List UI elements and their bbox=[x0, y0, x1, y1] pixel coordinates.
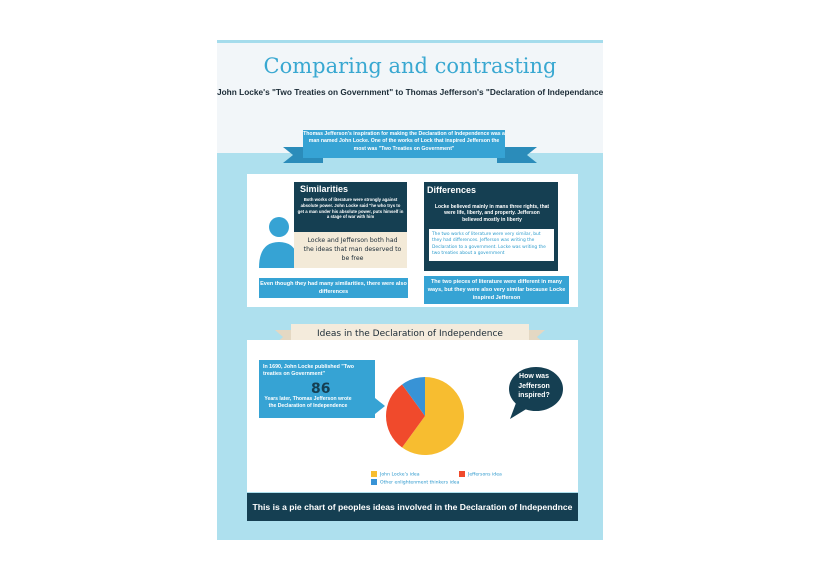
page-subtitle: John Locke's "Two Treaties on Government… bbox=[217, 87, 603, 97]
legend-item-2: Other enlightenment thinkers idea bbox=[371, 479, 459, 486]
similarities-text: Both works of literature were strongly a… bbox=[297, 197, 404, 220]
comparison-panel: Similarities Both works of literature we… bbox=[247, 174, 578, 307]
similarities-title: Similarities bbox=[300, 184, 349, 194]
chart-panel: In 1690, John Locke published "Two treat… bbox=[247, 340, 578, 492]
person-icon bbox=[259, 217, 299, 268]
callout-bottom-text: Years later, Thomas Jefferson wrote the … bbox=[264, 396, 352, 409]
infographic: Comparing and contrasting John Locke's "… bbox=[217, 40, 603, 540]
differences-note: The two works of literature were very si… bbox=[429, 229, 554, 261]
speech-bubble-icon bbox=[509, 367, 563, 419]
intro-ribbon: Thomas Jefferson's inspiration for makin… bbox=[303, 130, 505, 158]
legend-swatch-0 bbox=[371, 471, 377, 477]
legend-label-0: John Locke's idea bbox=[380, 472, 420, 478]
top-border bbox=[217, 40, 603, 43]
bubble-text: How was Jefferson inspired? bbox=[518, 373, 550, 399]
pie-slice-0 bbox=[402, 377, 464, 455]
callout-top-text: In 1690, John Locke published "Two treat… bbox=[263, 364, 355, 377]
legend-item-0: John Locke's idea bbox=[371, 471, 420, 478]
differences-title: Differences bbox=[427, 185, 477, 195]
differences-bar: The two pieces of literature were differ… bbox=[424, 276, 569, 304]
ideas-ribbon: Ideas in the Declaration of Independence bbox=[291, 324, 529, 344]
pie-chart bbox=[386, 377, 464, 455]
similarities-note: Locke and Jefferson both had the ideas t… bbox=[294, 232, 407, 268]
page-title: Comparing and contrasting bbox=[263, 54, 557, 78]
legend-swatch-1 bbox=[459, 471, 465, 477]
pie-slice-1 bbox=[386, 384, 425, 448]
legend-item-1: Jeffersons idea bbox=[459, 471, 502, 478]
similarities-box: Similarities Both works of literature we… bbox=[294, 182, 407, 236]
ribbon-tail-right bbox=[497, 147, 537, 163]
legend-swatch-2 bbox=[371, 479, 377, 485]
similarities-bar: Even though they had many similarities, … bbox=[259, 278, 408, 298]
callout-pointer bbox=[375, 398, 385, 414]
footer-caption: This is a pie chart of peoples ideas inv… bbox=[247, 493, 578, 521]
differences-box: Differences Locke believed mainly in man… bbox=[424, 182, 558, 271]
timeline-callout: In 1690, John Locke published "Two treat… bbox=[259, 360, 375, 418]
differences-text: Locke believed mainly in mans three righ… bbox=[434, 204, 550, 223]
callout-number: 86 bbox=[311, 381, 331, 397]
pie-slice-2 bbox=[402, 377, 425, 416]
legend-label-1: Jeffersons idea bbox=[468, 472, 502, 478]
legend-label-2: Other enlightenment thinkers idea bbox=[380, 480, 460, 486]
